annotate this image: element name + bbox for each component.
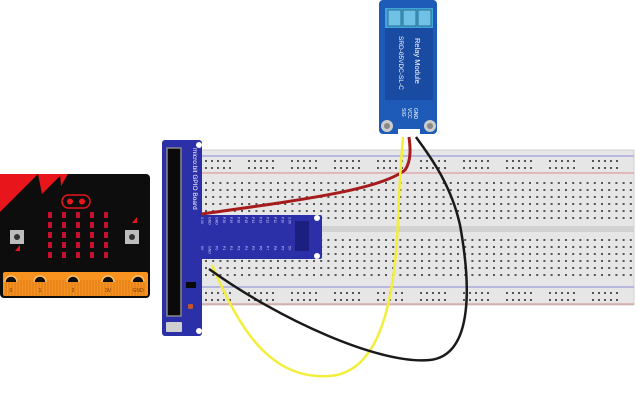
microbit: 0 1 2 3V GND: [0, 174, 150, 298]
microbit-pin-label: 2: [72, 288, 75, 294]
gpio-top-pin-label: 3.3V: [200, 217, 204, 225]
gpio-top-pin-label: P19: [229, 217, 233, 223]
led: [104, 222, 108, 228]
gpio-board-title: micro:bit GPIO Board: [191, 148, 198, 210]
gpio-top-pin-label: P12: [266, 217, 270, 223]
gpio-top-pin-label: P20: [222, 217, 226, 223]
led: [48, 212, 52, 218]
gpio-bottom-pin-label: P8: [273, 246, 277, 250]
gpio-top-pin-label: P16: [237, 217, 241, 223]
led: [104, 232, 108, 238]
led: [90, 242, 94, 248]
led: [62, 232, 66, 238]
gpio-bottom-pin-label: 5V: [288, 246, 292, 251]
gpio-bottom-pin-label: P2: [229, 246, 233, 250]
yellow-wire: [210, 136, 405, 378]
gpio-bottom-pin-label: P4: [244, 246, 248, 250]
gpio-top-pin-label: P11: [273, 217, 277, 223]
gpio-bottom-pin-label: GND: [207, 246, 211, 254]
gpio-bottom-pin-label: P6: [258, 246, 262, 250]
led: [76, 232, 80, 238]
gpio-top-pin-label: P15: [244, 217, 248, 223]
led: [104, 212, 108, 218]
gpio-top-pin-label: 3.3V: [288, 217, 292, 225]
relay-pin-label: GND: [412, 108, 418, 120]
gpio-bottom-pin-label: P5: [251, 246, 255, 250]
microbit-pin-label: 0: [10, 288, 13, 294]
led: [104, 252, 108, 258]
microbit-pin-label: 1: [39, 288, 42, 294]
led: [62, 222, 66, 228]
gpio-bottom-pin-label: P0: [215, 246, 219, 250]
led: [48, 252, 52, 258]
gpio-top-pin-label: P10: [280, 217, 284, 223]
gpio-bottom-pin-label: P7: [266, 246, 270, 250]
microbit-pin-label: 3V: [105, 288, 112, 294]
gpio-top-pin-label: GND: [215, 217, 219, 225]
gpio-top-pin-label: P13: [258, 217, 262, 223]
gpio-top-pin-label: GND: [207, 217, 211, 225]
led: [76, 252, 80, 258]
led: [48, 232, 52, 238]
led: [62, 212, 66, 218]
relay-pin-label: SIG: [400, 108, 406, 117]
led: [62, 252, 66, 258]
led: [76, 212, 80, 218]
led: [48, 242, 52, 248]
led: [62, 242, 66, 248]
gpio-bottom-pin-label: P1: [222, 246, 226, 250]
relay-title: Relay Module: [413, 38, 422, 84]
led: [48, 222, 52, 228]
relay-pin-label: VCC: [406, 108, 412, 119]
led: [90, 252, 94, 258]
relay-model: SRD-05VDC-SL-C: [397, 36, 404, 90]
gpio-bottom-pin-label: 5V: [200, 246, 204, 251]
gpio-bottom-pin-label: P9: [280, 246, 284, 250]
gpio-top-pin-label: P14: [251, 217, 255, 223]
led-matrix: [48, 212, 108, 258]
led: [90, 232, 94, 238]
led: [76, 242, 80, 248]
microbit-pin-label: GND: [132, 288, 144, 294]
gpio-bottom-pin-label: P3: [237, 246, 241, 250]
led: [90, 212, 94, 218]
black-wire: [208, 136, 469, 362]
led: [104, 242, 108, 248]
led: [90, 222, 94, 228]
led: [76, 222, 80, 228]
red-wire: [201, 136, 412, 216]
microbit-edge-pins: 0 1 2 3V GND: [4, 275, 145, 294]
